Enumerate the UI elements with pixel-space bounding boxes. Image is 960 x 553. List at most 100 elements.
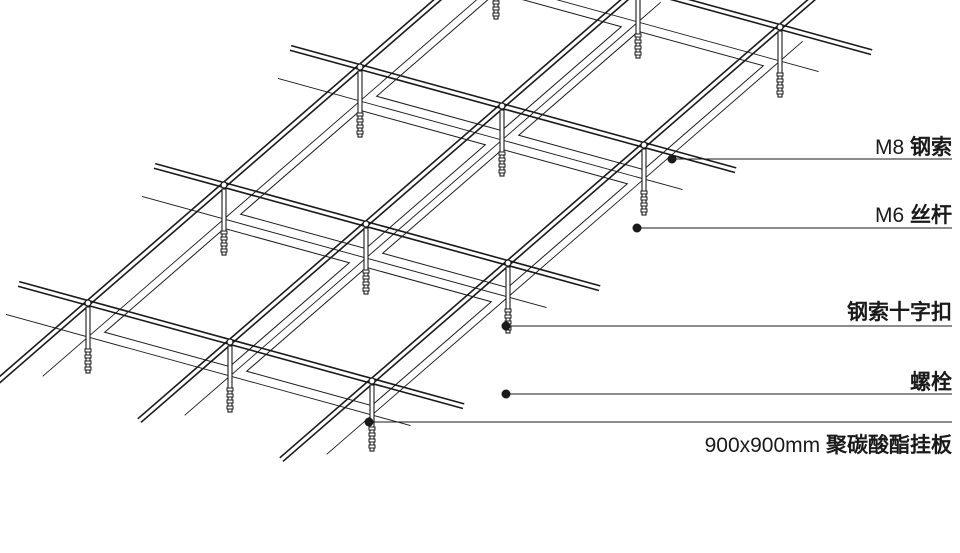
cable-column [0,0,443,384]
panel-edge-line [141,196,547,309]
label-panel-name: 聚碳酸酯挂板 [826,433,952,457]
leader-bolt [501,389,952,399]
panel-outline [517,30,765,171]
cable-edge [137,0,622,420]
cable-row [289,44,737,174]
label-m6-code: M6 [874,204,905,227]
rod-body [641,148,647,216]
rod-nut [504,314,512,319]
rod-body [499,109,505,177]
rod-nut [776,90,784,95]
rod-nut [368,432,376,437]
rod-nut [634,33,642,38]
leader-panel [364,417,952,427]
rod-nut [84,366,92,371]
rod-nut [498,163,506,168]
label-cross-clamp-name: 钢索十字扣 [847,300,952,324]
panel-outline [245,266,493,407]
rod-nut [362,269,370,274]
cable-edge [0,0,435,378]
leader-dot [364,417,374,427]
label-m8-code: M8 [874,136,905,159]
cable-edge [669,0,872,56]
rod-nut [492,6,500,11]
threaded-rod [356,63,364,138]
cross-clamp [640,141,648,149]
rod-nut [362,287,370,292]
cross-clamp [84,299,92,307]
threaded-rod [220,181,228,256]
label-m6-name: 丝杆 [910,203,952,227]
panel-edge-line [42,0,478,377]
rod-nut [640,202,648,207]
panel-edge-line [326,40,803,455]
rod-nut [226,399,234,404]
leader-dot [501,321,511,331]
threaded-rod [226,338,234,413]
threaded-rod [362,220,370,295]
rod-nut [368,444,376,449]
callout-leaders [364,154,952,427]
rod-nut [220,230,228,235]
threaded-rod [84,299,92,374]
cable-row [669,0,873,56]
label-panel-size: 900x900mm [704,434,821,457]
threaded-rod [776,23,784,98]
threaded-rods [84,0,784,452]
rod-nut [356,130,364,135]
leader-dot [667,154,677,164]
cable-edge [289,49,736,174]
rod-nut [634,39,642,44]
threaded-rod [368,377,376,452]
rod-nut [84,354,92,359]
rod-nut [504,308,512,313]
cable-row [153,162,601,292]
rod-nut [84,348,92,353]
panel-edge-line [184,1,661,416]
leader-m6-rod [632,223,952,233]
rod-nut [226,393,234,398]
rod-nut [368,438,376,443]
rod-nut [226,387,234,392]
rod-nut [220,248,228,253]
cross-clamp [226,338,234,346]
rod-nut [226,405,234,410]
rod-body [635,0,641,59]
rod-nut [640,208,648,213]
label-panel: 900x900mm 聚碳酸酯挂板 [705,429,952,459]
leader-cross-clamp [501,321,952,331]
rod-nut [634,45,642,50]
label-m8-cable: M8 钢索 [875,131,952,161]
panel-outline [375,0,623,132]
rod-body [357,70,363,138]
cross-clamp [368,377,376,385]
rod-nut [498,151,506,156]
panel-edge-line [556,0,819,73]
cross-clamp [356,63,364,71]
rod-nut [220,242,228,247]
cable-edge [0,0,443,384]
panel-edge-line [5,314,411,427]
panel-outline [381,148,629,289]
rod-body [777,30,783,98]
rod-nut [356,118,364,123]
rod-nut [640,196,648,201]
panel-outline [103,227,351,368]
rod-body [221,188,227,256]
threaded-rod [634,0,642,59]
rod-nut [362,281,370,286]
rod-nut [776,84,784,89]
label-bolt-name: 螺栓 [910,370,952,394]
rod-nut [640,190,648,195]
cross-clamp [776,23,784,31]
rod-nut [498,169,506,174]
leader-m8-cable [667,154,952,164]
label-m8-name: 钢索 [910,135,952,159]
rod-nut [498,157,506,162]
steel-cables [0,0,873,463]
cable-edge [153,167,600,292]
cross-clamp [504,259,512,267]
threaded-rod [640,141,648,216]
